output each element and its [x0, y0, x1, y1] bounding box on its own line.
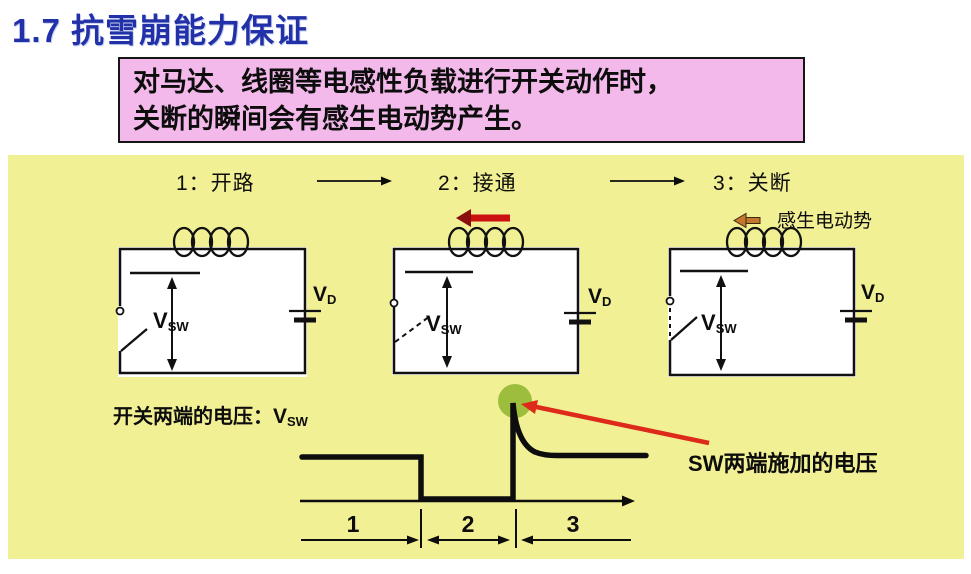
vsw-label: VSW: [153, 308, 189, 334]
intro-text-box: 对马达、线圈等电感性负载进行开关动作时， 关断的瞬间会有感生电动势产生。: [118, 57, 805, 143]
intro-line-1: 对马达、线圈等电感性负载进行开关动作时，: [133, 67, 673, 97]
step-label-2: 2：接通: [438, 172, 517, 195]
page-title: 1.7 抗雪崩能力保证: [12, 12, 310, 49]
vsw-v: V: [426, 311, 441, 336]
vd-v: V: [861, 281, 876, 304]
vd-sub: D: [602, 294, 612, 309]
vd-v: V: [588, 285, 603, 308]
vsw-label: VSW: [426, 311, 462, 337]
segment-label-2: 2: [461, 511, 475, 537]
vd-sub: D: [327, 292, 337, 307]
waveform-caption-v: V: [273, 405, 288, 428]
vd-label: VD: [588, 285, 611, 309]
spike-annotation: SW两端施加的电压: [688, 451, 878, 476]
vsw-label: VSW: [701, 310, 737, 336]
vd-sub: D: [875, 290, 885, 305]
vsw-sub: SW: [167, 319, 189, 334]
segment-label-1: 1: [346, 511, 360, 537]
vsw-sub: SW: [715, 321, 737, 336]
step-label-3: 3：关断: [713, 172, 792, 195]
vd-v: V: [313, 283, 328, 306]
vsw-v: V: [153, 308, 168, 333]
waveform-caption-text: 开关两端的电压：: [113, 406, 273, 428]
intro-line-2: 关断的瞬间会有感生电动势产生。: [133, 104, 538, 134]
waveform-caption-sub: SW: [287, 414, 308, 429]
segment-label-3: 3: [566, 511, 580, 537]
waveform-caption: 开关两端的电压：VSW: [113, 400, 308, 429]
vsw-sub: SW: [440, 322, 462, 337]
emf-label: 感生电动势: [777, 211, 873, 232]
vsw-v: V: [701, 310, 716, 335]
vd-label: VD: [861, 281, 884, 305]
vd-label: VD: [313, 283, 336, 307]
step-label-1: 1：开路: [176, 172, 255, 195]
